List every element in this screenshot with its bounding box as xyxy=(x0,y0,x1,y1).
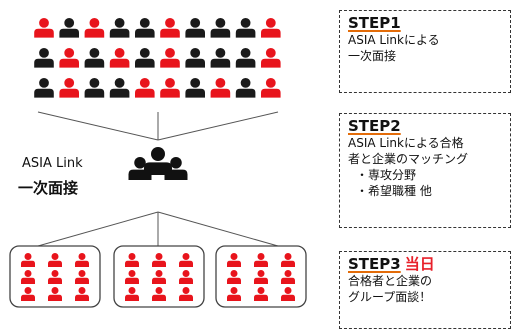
step1-box: STEP1 ASIA Linkによる 一次面接 xyxy=(339,10,511,93)
candidate-red-icon xyxy=(160,78,180,98)
candidate-red-icon xyxy=(160,18,180,38)
candidate-icon xyxy=(34,48,54,68)
group-member-icon xyxy=(125,253,139,267)
step2-line-2: 者と企業のマッチング xyxy=(348,152,469,166)
candidate-icon xyxy=(34,78,54,98)
candidate-red-icon xyxy=(59,48,79,68)
candidate-red-icon xyxy=(135,78,155,98)
group-member-icon xyxy=(48,270,62,284)
candidate-red-icon xyxy=(59,78,79,98)
group-member-icon xyxy=(227,287,241,301)
interviewer-stage-label: 一次面接 xyxy=(18,179,79,197)
group-member-icon xyxy=(179,253,193,267)
group-member-icon xyxy=(75,270,89,284)
group-member-icon xyxy=(179,270,193,284)
group-member-icon xyxy=(152,270,166,284)
group-member-icon xyxy=(227,270,241,284)
candidate-icon xyxy=(210,18,231,38)
step3-number: STEP3 xyxy=(348,255,401,273)
group-member-icon xyxy=(281,287,295,301)
candidate-icon xyxy=(109,18,130,38)
candidate-icon xyxy=(84,48,105,68)
candidate-red-icon xyxy=(84,18,105,38)
group-member-icon xyxy=(21,270,35,284)
candidate-icon xyxy=(185,18,205,38)
candidate-red-icon xyxy=(109,48,130,68)
candidate-icon xyxy=(185,48,205,68)
group-member-icon xyxy=(75,253,89,267)
candidate-icon xyxy=(235,78,256,98)
group-member-icon xyxy=(21,253,35,267)
candidate-icon xyxy=(84,78,105,98)
step2-bullet-1: ・専攻分野 xyxy=(356,168,417,182)
interviewer-org-label: ASIA Link xyxy=(22,156,83,171)
candidate-icon xyxy=(135,18,155,38)
group-member-icon xyxy=(152,253,166,267)
candidate-red-icon xyxy=(34,18,54,38)
split-line-left xyxy=(37,211,159,247)
group-member-icon xyxy=(254,253,268,267)
step2-title: STEP2 xyxy=(348,117,502,135)
step3-day-label: 当日 xyxy=(404,255,435,273)
interviewer-center-icon xyxy=(144,147,172,175)
group-member-icon xyxy=(21,287,35,301)
candidate-icon xyxy=(235,48,256,68)
step2-bullet-2: ・希望職種 他 xyxy=(356,184,432,198)
step1-title: STEP1 xyxy=(348,14,502,32)
candidate-icon xyxy=(185,78,205,98)
group-member-icon xyxy=(179,287,193,301)
funnel-line-right xyxy=(157,111,279,141)
group-member-icon xyxy=(281,270,295,284)
group-member-icon xyxy=(152,287,166,301)
step2-number: STEP2 xyxy=(348,117,401,135)
candidate-red-icon xyxy=(261,78,281,98)
step3-line-1: 合格者と企業の xyxy=(348,274,433,288)
step1-line-1: ASIA Linkによる xyxy=(348,33,440,47)
candidate-red-icon xyxy=(261,18,281,38)
connector-lines xyxy=(37,111,279,247)
candidate-red-icon xyxy=(261,48,281,68)
step2-box: STEP2 ASIA Linkによる合格 者と企業のマッチング ・専攻分野 ・希… xyxy=(339,113,511,228)
group-member-icon xyxy=(75,287,89,301)
split-line-right xyxy=(157,211,279,247)
step2-line-1: ASIA Linkによる合格 xyxy=(348,136,464,150)
candidate-red-icon xyxy=(160,48,180,68)
company-groups xyxy=(9,245,307,308)
step3-line-2: グループ面談！ xyxy=(348,290,432,304)
candidate-red-icon xyxy=(210,78,231,98)
candidate-icon xyxy=(135,48,155,68)
candidate-icon xyxy=(59,18,79,38)
step1-number: STEP1 xyxy=(348,14,401,32)
group-member-icon xyxy=(125,287,139,301)
group-member-icon xyxy=(125,270,139,284)
interviewer-group-icon xyxy=(128,147,188,180)
step1-line-2: 一次面接 xyxy=(348,49,397,63)
candidate-icon xyxy=(109,78,130,98)
candidate-icon xyxy=(235,18,256,38)
group-member-icon xyxy=(254,270,268,284)
group-member-icon xyxy=(254,287,268,301)
group-member-icon xyxy=(281,253,295,267)
group-member-icon xyxy=(48,253,62,267)
group-member-icon xyxy=(48,287,62,301)
candidate-icon xyxy=(210,48,231,68)
group-member-icon xyxy=(227,253,241,267)
funnel-line-left xyxy=(37,111,159,141)
candidate-grid xyxy=(34,18,281,98)
